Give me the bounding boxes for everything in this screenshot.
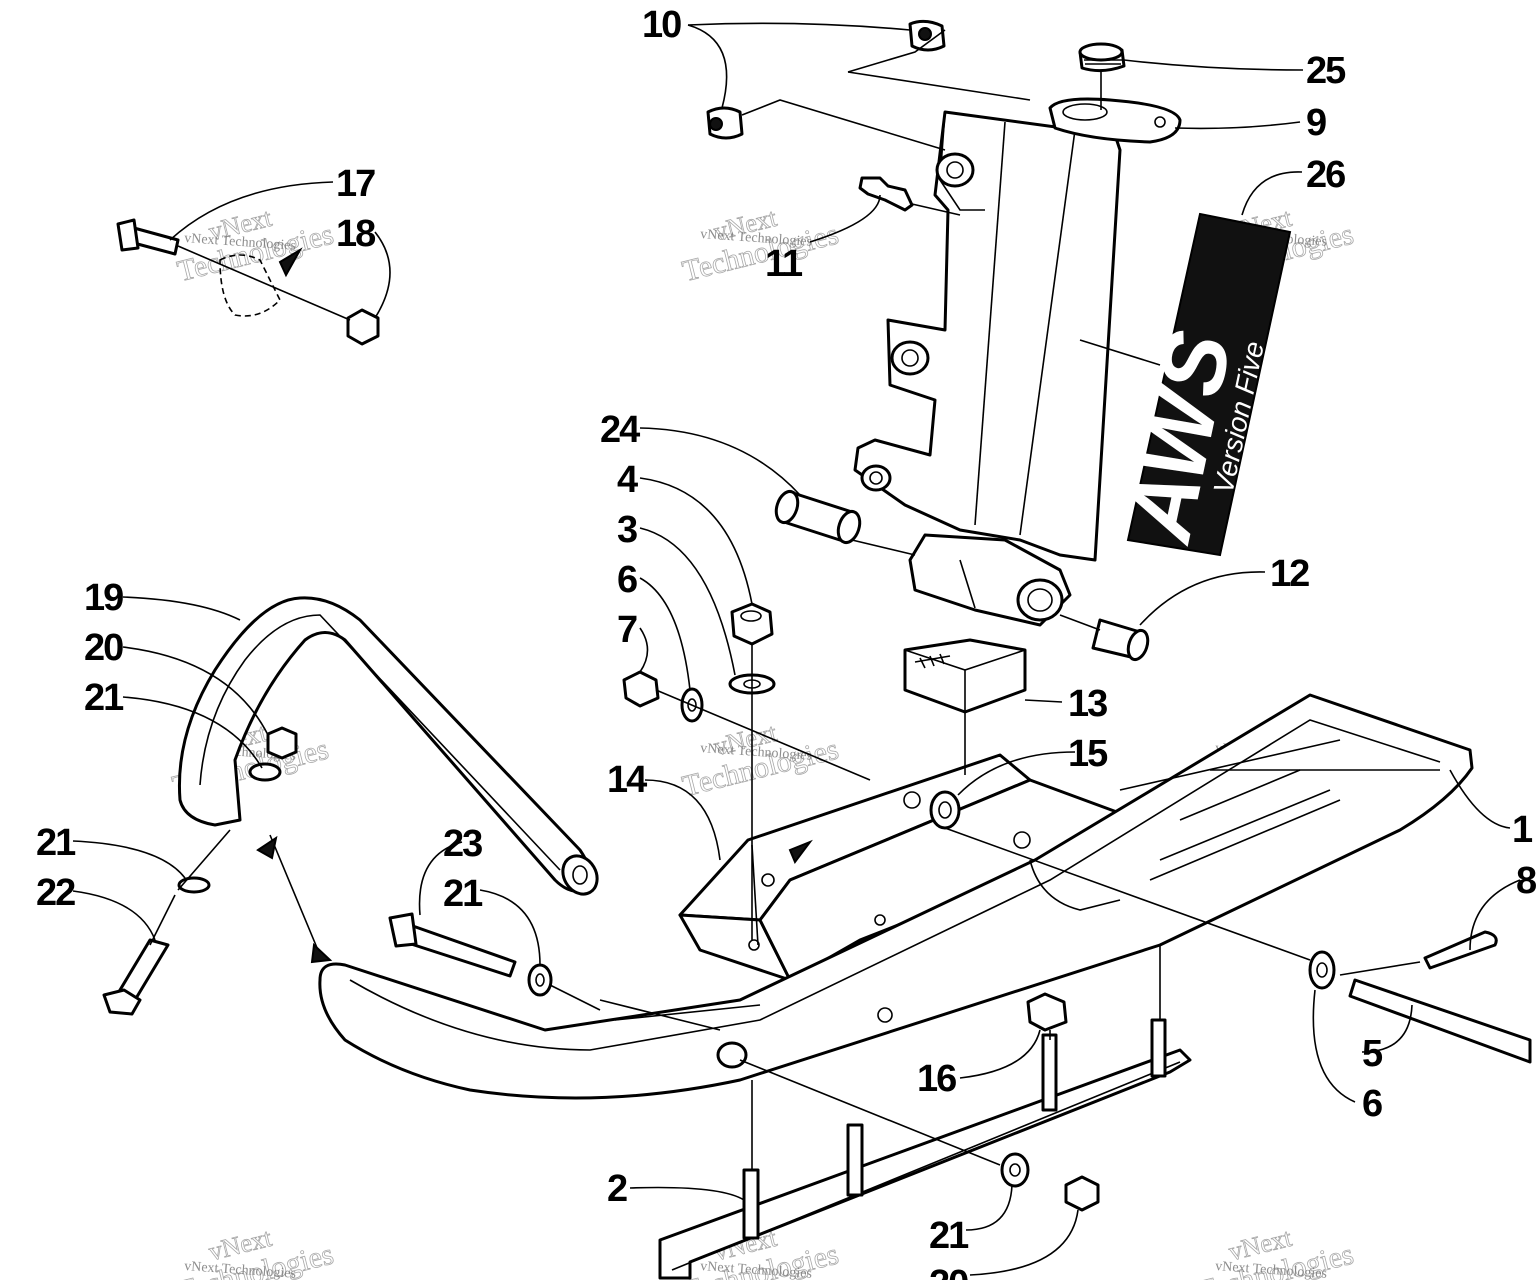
callout-15: 15 <box>1068 733 1108 775</box>
spindle-housing <box>853 110 1122 562</box>
callout-24: 24 <box>600 409 640 451</box>
part-9-flange <box>1048 97 1182 144</box>
callout-21: 21 <box>84 677 124 719</box>
lower-hardware <box>1000 1152 1100 1212</box>
callout-6: 6 <box>617 559 637 601</box>
part-22-bolt <box>102 938 170 1016</box>
callout-6: 6 <box>1362 1083 1382 1125</box>
callout-26: 26 <box>1306 154 1345 196</box>
part-1-ski <box>318 693 1474 1100</box>
callout-20: 20 <box>84 627 123 669</box>
part-17-18 <box>116 218 380 346</box>
part-16-nut <box>1026 992 1068 1032</box>
callout-labels: 10 25 9 26 17 18 11 24 4 3 6 7 12 19 20 … <box>36 4 1536 1280</box>
callout-18: 18 <box>336 213 375 255</box>
part-11-fitting <box>858 176 914 212</box>
callout-14: 14 <box>607 759 647 801</box>
part-5-axle <box>1308 930 1532 1064</box>
callout-4: 4 <box>617 459 638 501</box>
runner-studs <box>742 1018 1167 1240</box>
callout-9: 9 <box>1306 102 1326 144</box>
part-13-block <box>903 638 1027 714</box>
part-19-handle <box>177 596 599 896</box>
part-25-cap <box>1078 42 1126 73</box>
callout-2: 2 <box>607 1168 627 1210</box>
part-10-nuts <box>706 19 946 140</box>
callout-8: 8 <box>1516 860 1536 902</box>
callout-22: 22 <box>36 872 75 914</box>
callout-12: 12 <box>1270 553 1309 595</box>
spindle-clevis <box>908 533 1072 627</box>
callout-21: 21 <box>929 1215 969 1257</box>
callout-17: 17 <box>336 163 375 205</box>
leader-lines <box>72 22 1521 1276</box>
part-24-bushing <box>774 489 862 545</box>
callout-25: 25 <box>1306 50 1346 92</box>
callout-13: 13 <box>1068 683 1107 725</box>
callout-20: 20 <box>929 1263 968 1280</box>
callout-10: 10 <box>642 4 681 46</box>
watermark-small: vNext Technologies <box>184 1259 297 1280</box>
callout-19: 19 <box>84 577 123 619</box>
part-26-decal: AWS Version Five <box>1107 212 1292 557</box>
callout-7: 7 <box>617 609 637 651</box>
part-12-bushing <box>1091 618 1150 662</box>
part-23-bolt <box>388 912 517 978</box>
callout-23: 23 <box>443 823 482 865</box>
assembly-lines <box>149 29 1421 1170</box>
callout-16: 16 <box>917 1058 956 1100</box>
callout-21: 21 <box>443 873 483 915</box>
part-15-washer <box>929 790 961 830</box>
callout-3: 3 <box>617 509 637 551</box>
callout-5: 5 <box>1362 1033 1383 1075</box>
handle-hardware <box>177 726 553 997</box>
callout-1: 1 <box>1512 809 1533 851</box>
watermark-small: vNext Technologies <box>700 1259 813 1280</box>
callout-21: 21 <box>36 822 76 864</box>
watermark-small: vNext Technologies <box>1215 1259 1328 1280</box>
callout-11: 11 <box>765 243 803 285</box>
